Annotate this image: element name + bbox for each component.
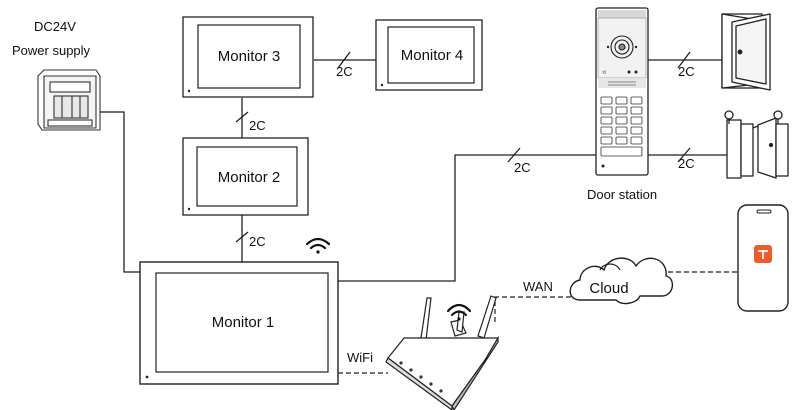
camera-lens-icon bbox=[610, 35, 634, 59]
power-supply: DC24V Power supply bbox=[12, 19, 101, 131]
two-wire-labels: 2C 2C 2C 2C 2C 2C bbox=[249, 64, 695, 249]
two-wire-label: 2C bbox=[678, 64, 695, 79]
wifi-label: WiFi bbox=[347, 350, 373, 365]
door-station: ⟲ Door station bbox=[587, 7, 657, 202]
monitor-3: Monitor 3 bbox=[182, 16, 314, 98]
monitor-1-label: Monitor 1 bbox=[212, 314, 275, 331]
monitor-led bbox=[145, 375, 149, 379]
door-station-label: Door station bbox=[587, 187, 657, 202]
two-wire-label: 2C bbox=[514, 160, 531, 175]
cloud-label: Cloud bbox=[589, 280, 628, 297]
smartphone-icon bbox=[737, 204, 789, 312]
two-wire-label: 2C bbox=[249, 118, 266, 133]
slash-mark bbox=[235, 111, 249, 123]
two-wire-label: 2C bbox=[249, 234, 266, 249]
slash-mark bbox=[677, 51, 691, 69]
monitor-3-label: Monitor 3 bbox=[218, 48, 281, 65]
monitor-4-screen bbox=[387, 26, 475, 84]
two-wire-markers bbox=[235, 51, 691, 243]
wan-label: WAN bbox=[523, 279, 553, 294]
wan-line bbox=[494, 296, 575, 322]
two-wire-label: 2C bbox=[678, 156, 695, 171]
tuya-app-icon bbox=[754, 245, 772, 263]
power-supply-label: Power supply bbox=[12, 43, 91, 58]
monitor-led bbox=[380, 83, 384, 87]
monitor-4-label: Monitor 4 bbox=[401, 47, 464, 64]
gate-icon bbox=[724, 110, 789, 179]
monitor-1-screen bbox=[155, 272, 329, 373]
door-icon bbox=[721, 13, 771, 91]
camera-icon: ⟲ bbox=[602, 70, 606, 76]
router-icon bbox=[385, 295, 500, 410]
monitor-2-label: Monitor 2 bbox=[218, 169, 281, 186]
monitor-2-screen bbox=[196, 146, 298, 207]
wiring-lines bbox=[100, 59, 727, 282]
cloud-icon: Cloud bbox=[569, 257, 673, 305]
wifi-icon bbox=[446, 303, 472, 321]
power-supply-voltage: DC24V bbox=[34, 19, 76, 34]
slash-mark bbox=[507, 147, 521, 163]
speaker-grille bbox=[608, 81, 636, 86]
monitor-4: Monitor 4 bbox=[375, 19, 483, 91]
monitor-led bbox=[187, 89, 191, 93]
two-wire-label: 2C bbox=[336, 64, 353, 79]
monitor-1: Monitor 1 bbox=[139, 261, 339, 385]
slash-mark bbox=[235, 231, 249, 243]
power-line bbox=[100, 111, 140, 273]
monitor-2: Monitor 2 bbox=[182, 137, 309, 216]
wifi-icon bbox=[305, 237, 331, 254]
m1-door-line bbox=[338, 154, 596, 282]
slash-mark bbox=[677, 147, 691, 163]
keypad bbox=[600, 96, 643, 157]
power-supply-icon bbox=[37, 69, 101, 131]
monitor-3-screen bbox=[197, 24, 301, 89]
monitor-led bbox=[187, 207, 191, 211]
slash-mark bbox=[337, 51, 351, 69]
